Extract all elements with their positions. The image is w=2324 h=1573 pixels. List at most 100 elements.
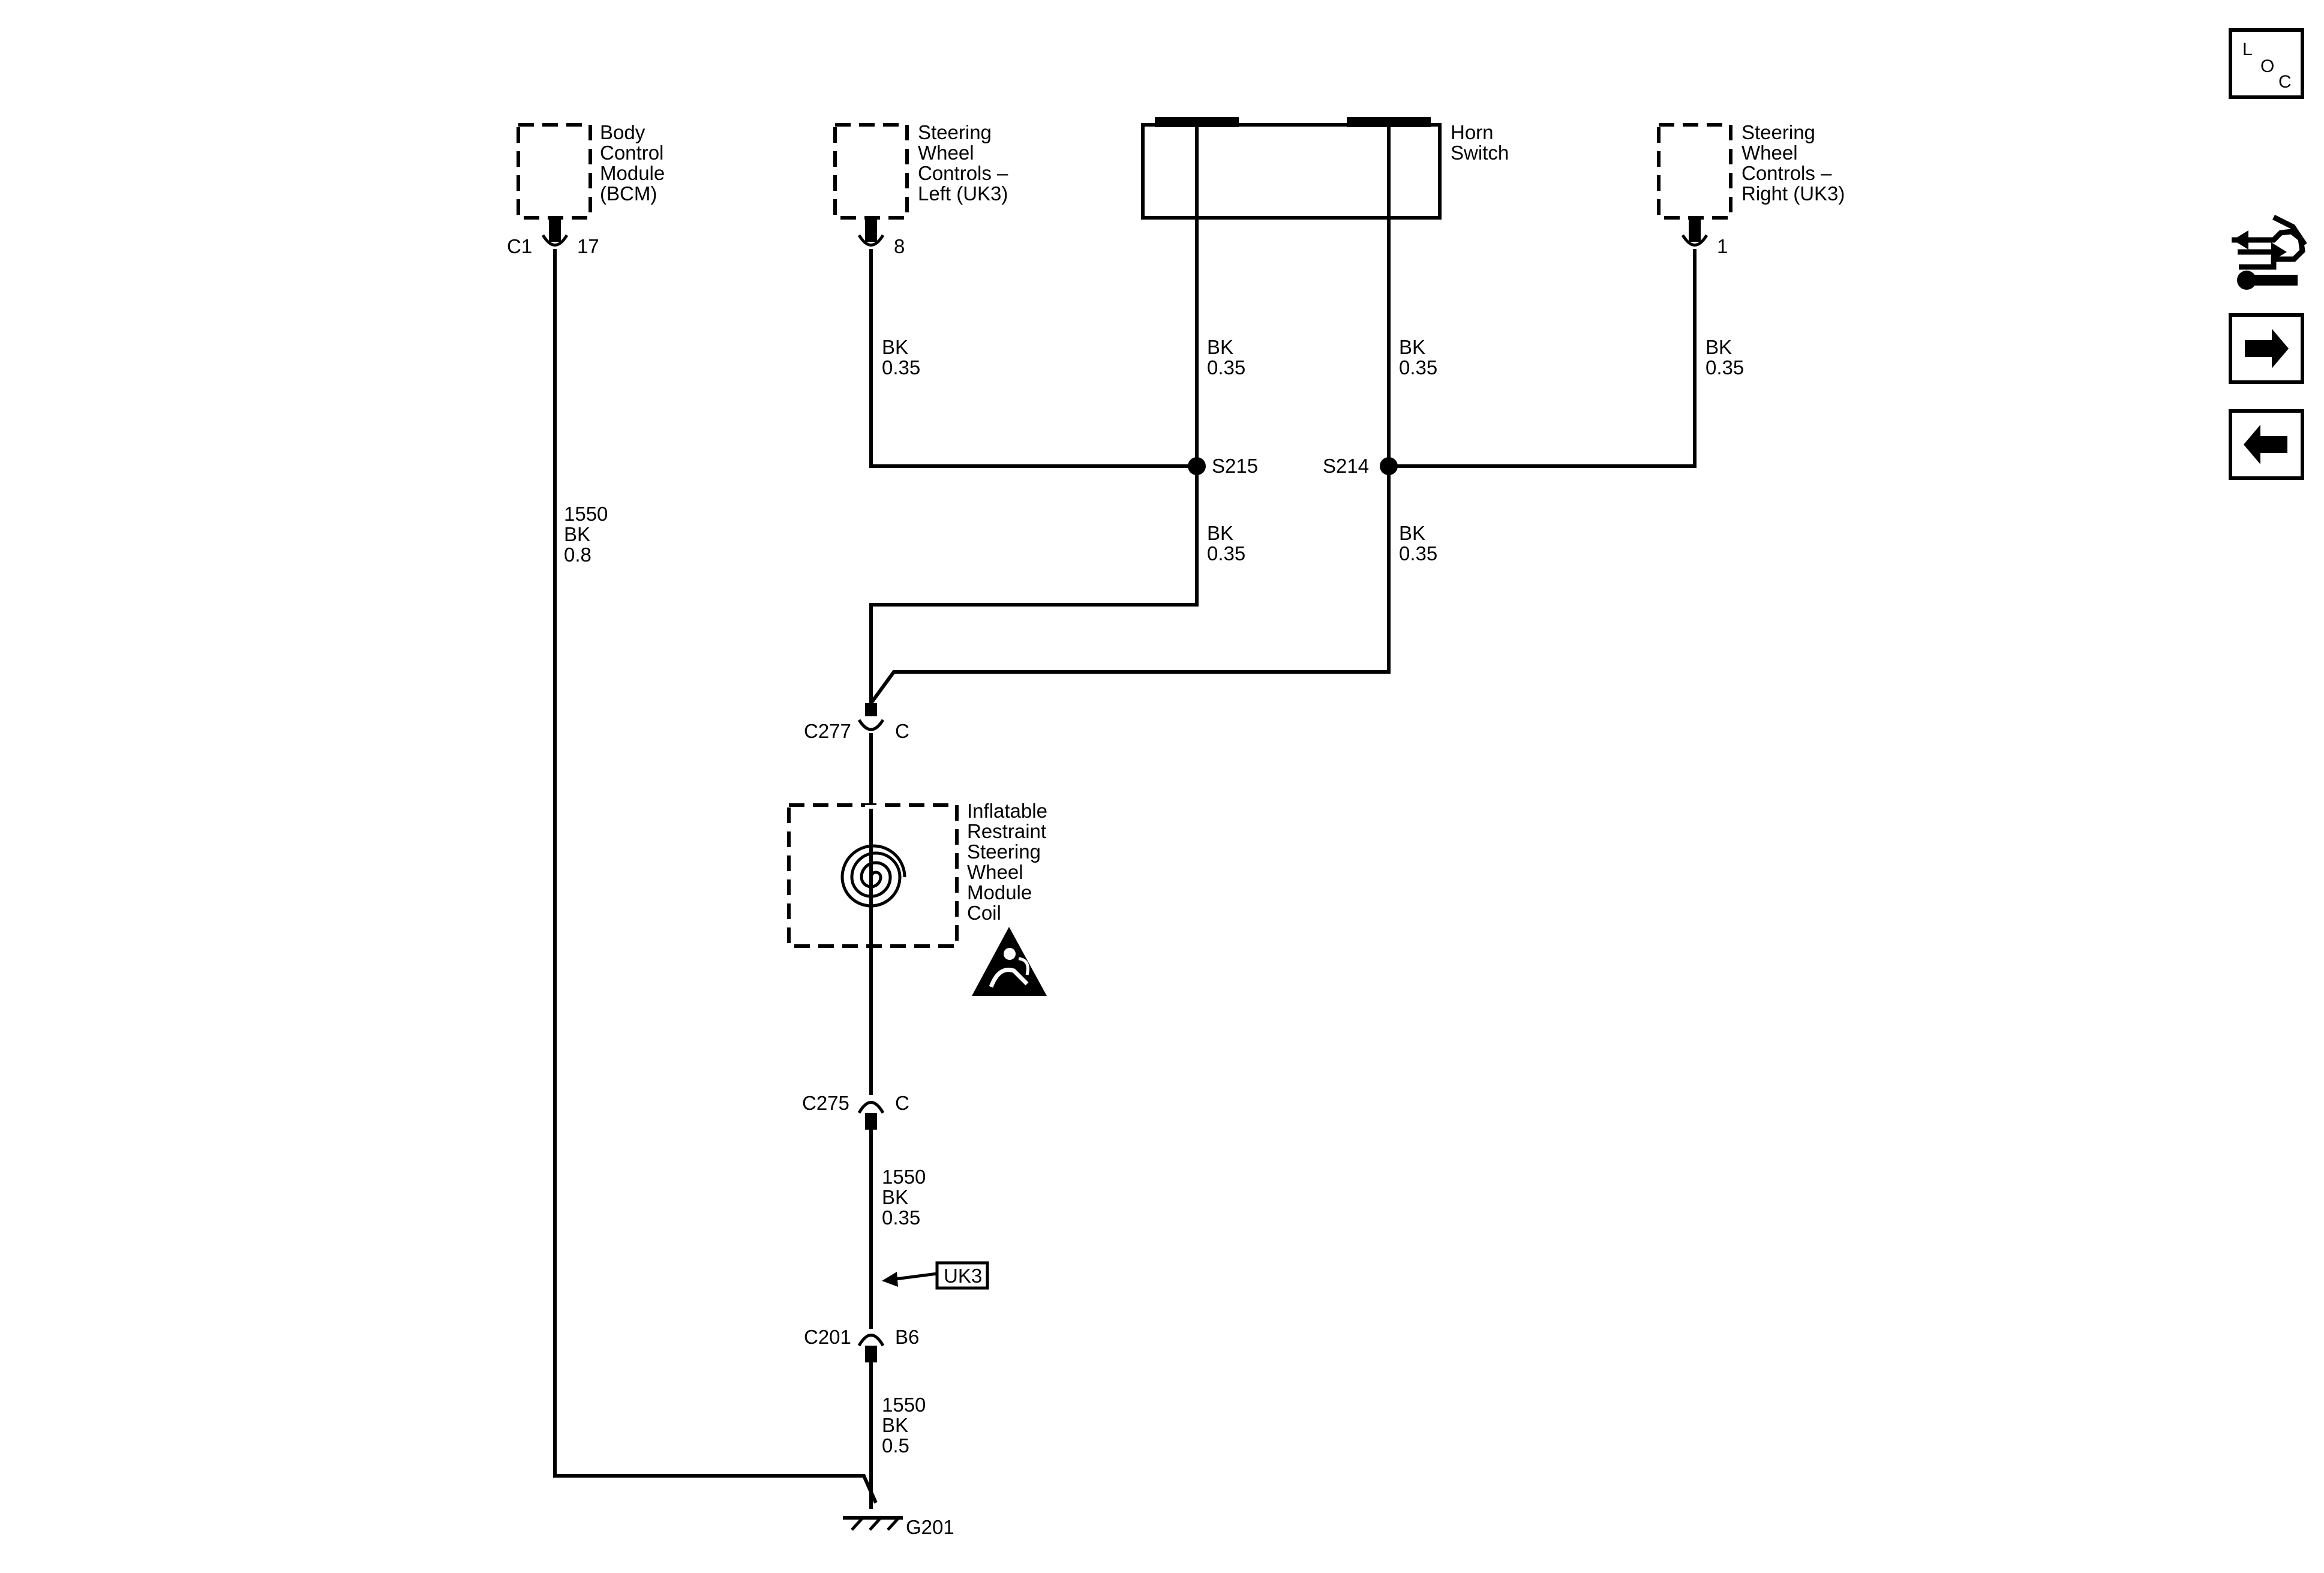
arrow-left-icon <box>2244 425 2287 464</box>
wire-label-swc-right: BK 0.35 <box>1706 336 1744 379</box>
wire-bcm-ground <box>553 249 878 1504</box>
swc-left-label-line: Controls – <box>918 162 1008 184</box>
prev-button[interactable] <box>2229 409 2304 480</box>
wire-label-c275-c201: 1550 BK 0.35 <box>882 1166 932 1229</box>
wire-label-bcm-ground: 1550 BK 0.8 <box>564 503 614 566</box>
swc-right-label: Steering Wheel Controls – Right (UK3) <box>1742 121 1845 205</box>
wire-label-line: BK <box>1207 522 1233 544</box>
wire-label-line: 0.35 <box>882 356 920 379</box>
wire-swc-right <box>1389 249 1697 468</box>
swc-left-label: Steering Wheel Controls – Left (UK3) <box>918 121 1014 205</box>
bcm-label-line: (BCM) <box>600 182 657 205</box>
next-button[interactable] <box>2229 313 2304 384</box>
wire-s214-down <box>869 466 1391 704</box>
connector-c277-pin: C <box>895 720 909 742</box>
swc-left-box <box>833 123 909 220</box>
splice-s215: S215 <box>1188 455 1258 477</box>
connector-c275-pin: C <box>895 1092 909 1114</box>
wire-label-line: 0.35 <box>1207 356 1245 379</box>
loc-letter: L <box>2242 40 2253 59</box>
loc-letter: O <box>2260 56 2274 76</box>
connector-bcm-name: C1 <box>507 235 532 257</box>
coil-label-line: Wheel <box>967 861 1023 883</box>
swc-left-label-line: Left (UK3) <box>918 182 1008 205</box>
wire-label-line: BK <box>882 1414 908 1436</box>
loc-button[interactable]: L O C <box>2229 28 2304 99</box>
coil-label-line: Inflatable <box>967 800 1047 822</box>
connector-c275-name: C275 <box>802 1092 849 1114</box>
component-locator-icon[interactable] <box>2232 214 2307 290</box>
bcm-box <box>517 123 592 220</box>
connector-bcm-pin: 17 <box>577 235 599 257</box>
swc-right-label-line: Controls – <box>1742 162 1832 184</box>
coil-component: Inflatable Restraint Steering Wheel Modu… <box>787 800 1053 996</box>
wire-label-line: 1550 <box>564 503 608 525</box>
option-tag-label: UK3 <box>944 1265 982 1287</box>
bcm-label-line: Module <box>600 162 665 184</box>
airbag-warning-icon <box>972 927 1047 996</box>
connector-swc-right-pin: 1 <box>1717 235 1728 257</box>
coil-label-line: Steering <box>967 840 1041 863</box>
connector-c201-name: C201 <box>804 1326 851 1348</box>
wire-label-line: 0.35 <box>1706 356 1744 379</box>
swc-left-label-line: Steering <box>918 121 992 143</box>
wire-label-line: BK <box>564 523 590 545</box>
swc-right-label-line: Wheel <box>1742 142 1798 164</box>
connector-swc-right: 1 <box>1681 234 1728 257</box>
swc-right-label-line: Steering <box>1742 121 1815 143</box>
wire-label-swc-left: BK 0.35 <box>882 336 920 379</box>
wire-label-line: BK <box>882 336 908 358</box>
swc-left-label-line: Wheel <box>918 142 974 164</box>
horn-switch-box <box>1141 123 1442 220</box>
connector-c277-name: C277 <box>804 720 851 742</box>
option-tag-uk3: UK3 <box>882 1261 989 1290</box>
connector-c201-pin: B6 <box>895 1326 919 1348</box>
connector-c275: C275 C <box>802 1092 909 1130</box>
wire-label-line: BK <box>882 1186 908 1208</box>
wire-label-line: 0.35 <box>1399 542 1437 565</box>
swc-right-component: Steering Wheel Controls – Right (UK3) <box>1657 121 1845 242</box>
horn-switch-component: Horn Switch <box>1141 117 1509 220</box>
wire-label-line: 0.35 <box>882 1206 920 1229</box>
wire-label-line: 0.8 <box>564 544 591 566</box>
splice-s214-label: S214 <box>1323 455 1369 477</box>
horn-switch-label: Horn Switch <box>1451 121 1509 164</box>
wire-label-c201-ground: 1550 BK 0.5 <box>882 1394 932 1457</box>
wire-label-line: 0.35 <box>1399 356 1437 379</box>
splice-s214: S214 <box>1323 455 1398 477</box>
coil-label-line: Restraint <box>967 820 1046 842</box>
wire-label-line: 1550 <box>882 1394 926 1416</box>
wire-label-s214-down: BK 0.35 <box>1399 522 1437 565</box>
bcm-label-line: Body <box>600 121 645 143</box>
connector-swc-left-pin: 8 <box>894 235 905 257</box>
wire-label-line: 0.5 <box>882 1434 909 1457</box>
wire-label-horn-left: BK 0.35 <box>1207 336 1245 379</box>
coil-label: Inflatable Restraint Steering Wheel Modu… <box>967 800 1053 924</box>
wires <box>553 126 1697 1509</box>
bcm-label-line: Control <box>600 142 663 164</box>
arrow-right-icon <box>2245 329 2289 368</box>
wire-label-line: BK <box>1399 336 1425 358</box>
wire-label-line: BK <box>1399 522 1425 544</box>
horn-label-line: Horn <box>1451 121 1494 143</box>
wire-label-horn-right: BK 0.35 <box>1399 336 1437 379</box>
wire-label-line: BK <box>1706 336 1732 358</box>
wire-swc-left <box>869 249 1197 468</box>
wire-label-line: 1550 <box>882 1166 926 1188</box>
coil-label-line: Coil <box>967 902 1001 924</box>
wire-label-line: BK <box>1207 336 1233 358</box>
ground-label: G201 <box>906 1516 954 1538</box>
swc-right-label-line: Right (UK3) <box>1742 182 1845 205</box>
wire-s215-down <box>869 466 1199 703</box>
horn-label-line: Switch <box>1451 142 1509 164</box>
splice-s215-label: S215 <box>1212 455 1258 477</box>
coil-label-line: Module <box>967 881 1032 903</box>
bcm-label: Body Control Module (BCM) <box>600 121 670 205</box>
connector-bcm: C1 17 <box>507 234 599 257</box>
connector-c277: C277 C <box>804 703 909 742</box>
connector-swc-left: 8 <box>857 234 905 257</box>
wire-label-line: 0.35 <box>1207 542 1245 565</box>
loc-letter: C <box>2278 72 2292 92</box>
connector-c201: C201 B6 <box>804 1326 919 1362</box>
